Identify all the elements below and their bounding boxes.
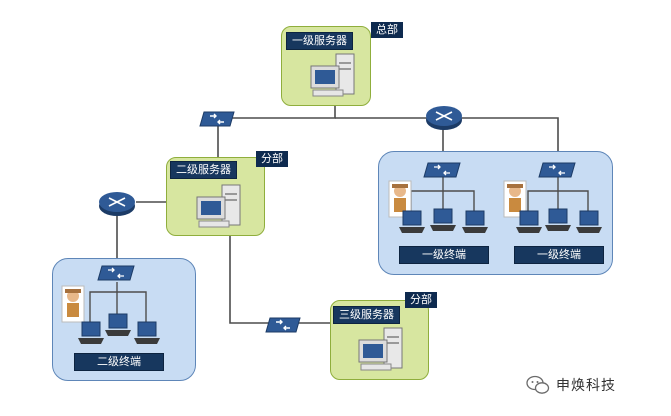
laptop-icon (545, 208, 571, 231)
cluster-2-devices (503, 162, 602, 233)
laptop-icon (576, 210, 602, 233)
router-icon (99, 192, 135, 216)
wechat-icon (526, 375, 550, 394)
user-avatar-icon (61, 285, 85, 323)
network-switch-icon (265, 317, 301, 333)
cluster-2-label: 一级终端 (514, 246, 604, 264)
link-router-to-cluster-2 (443, 117, 559, 162)
hq-tag: 总部 (371, 22, 403, 38)
server-computer-icon (196, 184, 241, 228)
network-switch-icon (97, 265, 135, 281)
server-computer-icon (358, 327, 403, 371)
user-avatar-icon (503, 180, 527, 218)
watermark-text: 申焕科技 (556, 378, 616, 394)
watermark: 申焕科技 (526, 374, 616, 396)
laptop-icon (78, 321, 104, 344)
cluster-1-devices (388, 162, 488, 233)
router-icon (426, 106, 462, 130)
network-switch-icon (423, 162, 461, 178)
branch-a-server-label: 二级服务器 (170, 161, 237, 179)
branch-b-tag: 分部 (405, 292, 437, 308)
laptop-icon (399, 210, 425, 233)
network-switch-icon (199, 111, 235, 127)
server-computer-icon (310, 53, 355, 97)
laptop-icon (430, 208, 456, 231)
laptop-icon (516, 210, 542, 233)
branch-a-tag: 分部 (256, 151, 288, 167)
laptop-icon (105, 313, 131, 336)
laptop-icon (134, 321, 160, 344)
cluster-3-label: 二级终端 (74, 353, 164, 371)
laptop-icon (462, 210, 488, 233)
link-branch-a-to-switch (229, 233, 272, 324)
hq-server-label: 一级服务器 (286, 32, 353, 50)
cluster-1-label: 一级终端 (399, 246, 489, 264)
cluster-3-devices (61, 265, 160, 344)
branch-b-server-label: 三级服务器 (333, 306, 400, 324)
user-avatar-icon (388, 180, 412, 218)
network-switch-icon (538, 162, 576, 178)
